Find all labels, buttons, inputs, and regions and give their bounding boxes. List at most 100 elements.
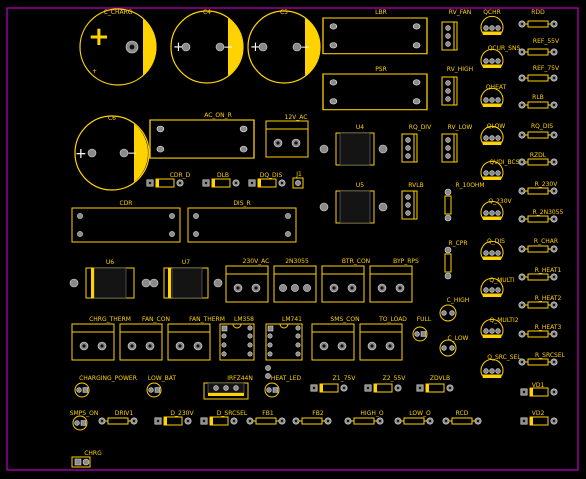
rcd-label: RCD — [456, 410, 469, 417]
q-230v-transistor: Q_230V — [480, 198, 513, 221]
byp-rps-label: BYP_RPS — [393, 258, 419, 265]
svg-text:+: + — [173, 40, 184, 55]
svg-text:−: − — [223, 40, 233, 54]
r-heat2-label: R_HEAT2 — [535, 295, 562, 302]
ref-75v-resistor: REF_75V — [518, 65, 560, 82]
c4-label: C4 — [203, 9, 211, 16]
qlow-label: QLOW — [487, 123, 506, 130]
u4-regulator: U4 — [319, 124, 388, 166]
fan-therm-label: FAN_THERM — [189, 316, 225, 323]
byp-rps-terminal: BYP_RPS — [369, 258, 419, 303]
u6-label: U6 — [106, 259, 114, 266]
board-outline — [6, 7, 579, 471]
r-heat3-resistor: R_HEAT3 — [518, 324, 562, 338]
d-230v-diode: D_230V — [154, 410, 194, 426]
rlb-resistor: RLB — [518, 94, 558, 109]
2n3055-terminal: 2N3055 — [273, 258, 317, 303]
q-230v-label: Q_230V — [488, 198, 512, 205]
zdvlb-zener: ZDVLB — [416, 375, 454, 393]
low-bat-label: LOW_BAT — [148, 375, 177, 382]
psr-relay: PSR — [322, 66, 428, 111]
rv-fan-trimmer: RV_FAN — [441, 9, 471, 51]
qcur-sns-transistor: QCUR_SNS — [480, 45, 520, 69]
chrg-therm-terminal: CHRG_THERM — [71, 316, 131, 361]
smps-on-led: SMPS_ON — [70, 410, 98, 431]
q-src-sel-label: Q_SRC_SEL — [487, 354, 521, 361]
d-srcsel-diode: D_SRCSEL — [200, 410, 248, 426]
ref-55v-resistor: REF_55V — [518, 38, 560, 56]
lbr-relay: LBR — [322, 9, 428, 55]
dis-r-label: DIS_R — [233, 200, 250, 207]
z2-55v-zener: Z2_55V — [364, 375, 407, 393]
fb2-label: FB2 — [312, 410, 324, 417]
irfz44n-mosfet: IRFZ44N — [203, 375, 253, 400]
qheat-label: QHEAT — [486, 84, 507, 91]
q-multi-transistor: Q_MULTI — [480, 277, 515, 298]
high-o-resistor: HIGH_O — [344, 410, 384, 425]
c6-label: C6 — [108, 115, 116, 122]
rvlb-label: RVLB — [408, 182, 423, 189]
r-heat3-label: R_HEAT3 — [535, 324, 562, 331]
qchr-label: QCHR — [483, 9, 501, 16]
12v-ac-terminal: 12V_AC — [265, 114, 309, 158]
qvdi-bcsel-label: QVDI_BCSEL — [489, 159, 527, 166]
c-low-capacitor: C_LOW — [439, 335, 469, 357]
fan-con-terminal: FAN_CON — [119, 316, 170, 361]
fb1-label: FB1 — [262, 410, 274, 417]
charging-power-led: CHARGING_POWER — [74, 375, 137, 398]
c6-capacitor: + − C6 — [74, 115, 150, 191]
dq-dis-label: DQ_DIS — [260, 172, 283, 179]
high-o-label: HIGH_O — [360, 410, 383, 417]
r-srcsel-resistor: R_SRCSEL — [518, 352, 566, 366]
sms-con-label: SMS_CON — [330, 316, 359, 323]
cdr-d-diode: CDR_D — [146, 172, 191, 188]
low-o-label: LOW_O — [409, 410, 431, 417]
q-multi2-transistor: Q_MULTI2 — [480, 317, 519, 339]
to-load-label: TO_LOAD — [378, 316, 407, 323]
c-charg-label: C_CHARG — [104, 9, 133, 16]
rdd-resistor: RDD — [518, 9, 558, 28]
lm358-ic: LM358 — [219, 316, 255, 361]
r-heat1-label: R_HEAT1 — [535, 267, 562, 274]
d-230v-label: D_230V — [170, 410, 194, 417]
driv1-resistor: DRIV1 — [98, 410, 138, 425]
ac-on-r-label: AC_ON_R — [204, 112, 232, 119]
rv-high-label: RV_HIGH — [447, 66, 473, 73]
q-dis-label: Q_DIS — [487, 238, 505, 245]
u5-regulator: U5 — [319, 182, 388, 224]
dlb-label: DLB — [217, 172, 229, 179]
dlb-diode: DLB — [202, 172, 240, 188]
r-10ohm-resistor: R_10OHM — [444, 182, 485, 222]
lm358-label: LM358 — [234, 316, 254, 323]
r-srcsel-label: R_SRCSEL — [535, 352, 566, 359]
fan-therm-terminal: FAN_THERM — [167, 316, 225, 361]
svg-text:−: − — [300, 40, 310, 54]
fan-con-label: FAN_CON — [142, 316, 170, 323]
rv-low-label: RV_LOW — [448, 124, 473, 131]
vd1-diode: VD1 — [520, 382, 558, 397]
qlow-transistor: QLOW — [480, 123, 506, 146]
btr-con-label: BTR_CON — [342, 258, 370, 265]
r-char-resistor: R_CHAR — [518, 238, 558, 253]
c-high-label: C_HIGH — [447, 297, 470, 304]
ref-55v-label: REF_55V — [533, 38, 560, 45]
c5-label: C5 — [280, 9, 288, 16]
z2-55v-label: Z2_55V — [383, 375, 407, 382]
rlb-label: RLB — [532, 94, 544, 101]
irfz44n-label: IRFZ44N — [227, 375, 253, 382]
lbr-label: LBR — [375, 9, 387, 16]
zdvlb-label: ZDVLB — [430, 375, 450, 382]
small-capacitor — [265, 365, 271, 379]
q-dis-transistor: Q_DIS — [480, 238, 505, 261]
u7-label: U7 — [182, 259, 190, 266]
r-2n3055-label: R_2N3055 — [533, 209, 564, 216]
to-load-terminal: TO_LOAD — [359, 316, 407, 361]
qheat-transistor: QHEAT — [480, 84, 507, 108]
cdr-label: CDR — [120, 200, 133, 207]
c4-capacitor: + − C4 — [170, 9, 244, 84]
rq-dis-label: RQ_DIS — [531, 123, 553, 130]
r-cpr-resistor: R_CPR — [444, 240, 468, 280]
svg-text:+: + — [75, 146, 87, 162]
rv-low-trimmer: RV_LOW — [441, 124, 473, 163]
